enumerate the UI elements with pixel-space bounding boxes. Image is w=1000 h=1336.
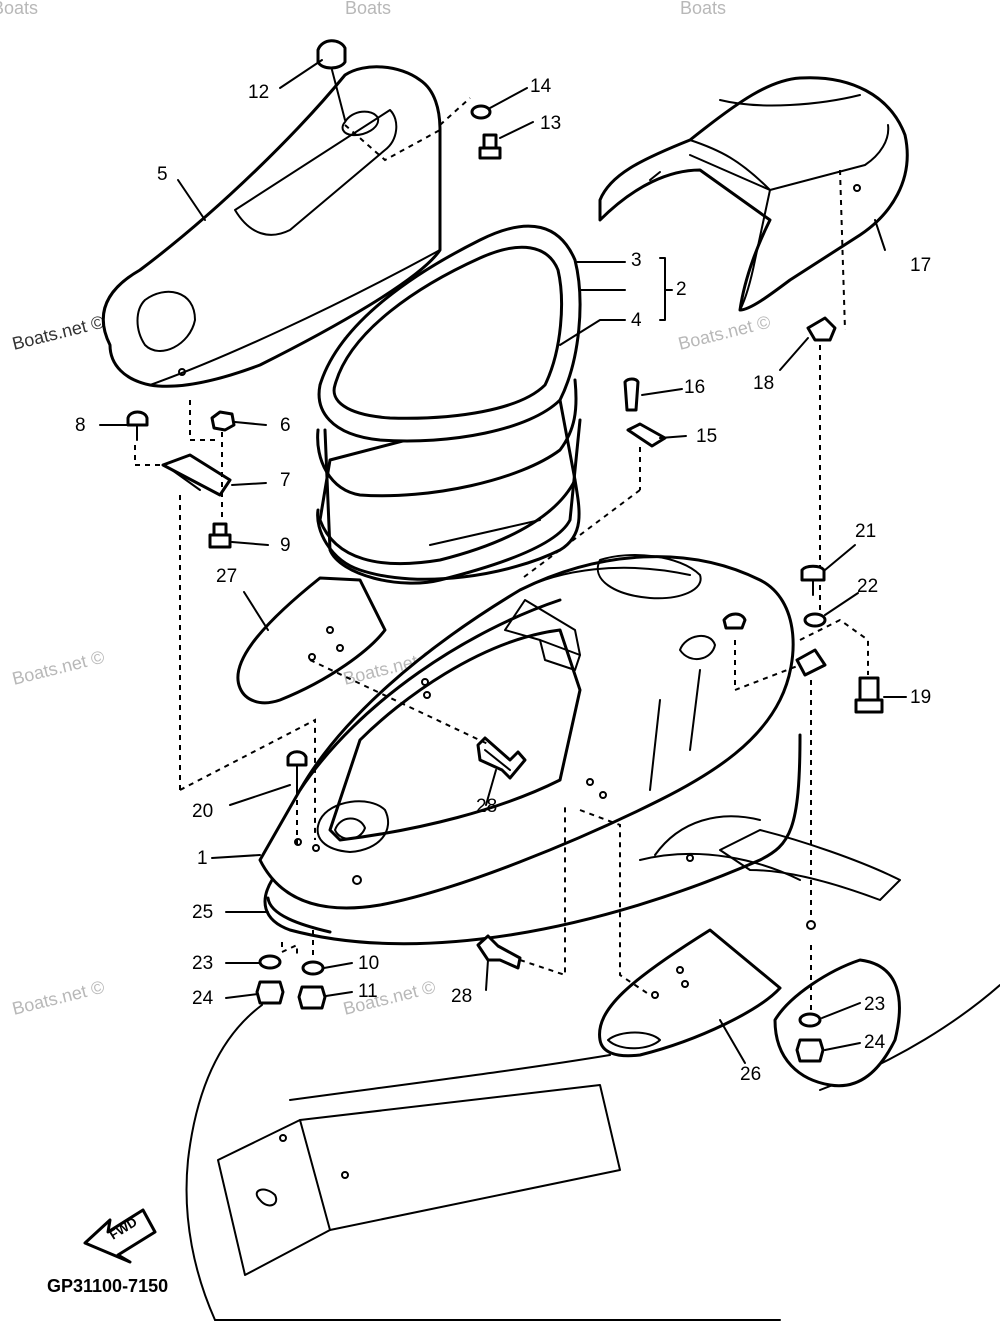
callout-26: 26 xyxy=(740,1064,761,1085)
hull-outline xyxy=(185,815,1000,1322)
watermark-text: Boats.net © xyxy=(341,977,437,1019)
callout-25: 25 xyxy=(192,902,213,923)
watermark-text: Boats xyxy=(345,0,391,18)
callout-28: 28 xyxy=(451,986,472,1007)
callout-15: 15 xyxy=(696,426,717,447)
part-26-side-cover xyxy=(598,928,782,1058)
callout-7: 7 xyxy=(280,470,291,491)
callout-14: 14 xyxy=(530,76,552,97)
part-1-deck xyxy=(258,554,795,910)
callout-23: 23 xyxy=(192,953,213,974)
part-17-seat xyxy=(598,76,909,331)
watermark-text: Boats xyxy=(0,0,38,18)
watermark-text: Boats.net © xyxy=(676,312,772,354)
callout-27: 27 xyxy=(216,566,237,587)
callout-6: 6 xyxy=(280,415,291,436)
callout-13: 13 xyxy=(540,113,561,134)
leader-lines xyxy=(99,59,907,1064)
callout-12: 12 xyxy=(248,82,269,103)
callout-23: 23 xyxy=(864,994,885,1015)
callout-22: 22 xyxy=(857,576,878,597)
part-2-storage-box xyxy=(316,398,582,585)
callout-4: 4 xyxy=(631,310,642,331)
callout-16: 16 xyxy=(684,377,705,398)
callout-19: 19 xyxy=(910,687,931,708)
part-18-bracket xyxy=(806,316,837,620)
part-20-bolt xyxy=(281,750,308,955)
callout-9: 9 xyxy=(280,535,291,556)
callout-17: 17 xyxy=(910,255,931,276)
drawing-code: GP31100-7150 xyxy=(47,1276,168,1296)
callout-21: 21 xyxy=(855,521,876,542)
callout-24: 24 xyxy=(864,1032,886,1053)
part-6-9-hinge xyxy=(126,400,316,840)
callout-11: 11 xyxy=(358,981,378,1002)
watermark-text: Boats xyxy=(680,0,726,18)
part-27-side-cover xyxy=(236,576,387,705)
watermark-text: Boats.net © xyxy=(10,977,106,1019)
part-12-cap xyxy=(316,39,347,121)
part-3-gasket xyxy=(316,224,582,498)
part-19-22-fasteners xyxy=(722,564,884,1010)
washers-nuts xyxy=(255,930,825,1063)
callout-20: 20 xyxy=(192,801,213,822)
fwd-arrow-icon: FWD xyxy=(83,1208,157,1264)
watermark-text: Boats.net © xyxy=(10,647,106,689)
callout-10: 10 xyxy=(358,953,379,974)
side-panel-right xyxy=(773,958,901,1088)
watermark-text: Boats.net © xyxy=(10,312,106,354)
callout-18: 18 xyxy=(753,373,774,394)
callout-1: 1 xyxy=(197,848,208,869)
callout-24: 24 xyxy=(192,988,214,1009)
part-13-14-fasteners xyxy=(439,97,502,160)
part-5-hood xyxy=(101,65,442,388)
callout-5: 5 xyxy=(157,164,168,185)
part-25-gasket xyxy=(263,733,802,946)
callout-labels: 12 14 13 5 3 2 4 17 8 6 7 9 16 15 18 21 … xyxy=(75,76,931,1085)
callout-3: 3 xyxy=(631,250,642,271)
callout-8: 8 xyxy=(75,415,86,436)
callout-2: 2 xyxy=(676,279,687,300)
callout-28: 28 xyxy=(476,796,497,817)
